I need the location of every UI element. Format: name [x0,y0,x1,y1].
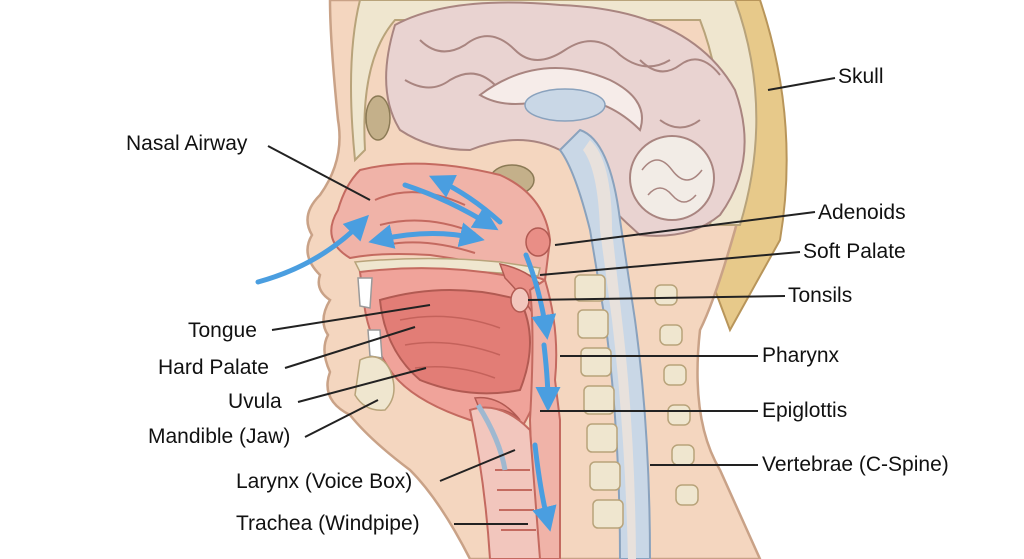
airflow-nasal-lower-arrow [368,222,485,249]
ventricle [524,88,606,122]
label-tongue: Tongue [188,319,257,342]
vertebrae-column [574,274,699,529]
label-uvula: Uvula [228,390,282,413]
leader-lines [267,77,836,525]
frontal-sinus [365,95,391,141]
label-trachea: Trachea (Windpipe) [236,512,420,535]
cartilage [475,403,508,471]
label-skull: Skull [838,65,884,88]
airflow-trachea-arrow [532,442,557,532]
label-epiglottis: Epiglottis [762,399,848,422]
airflow-pharynx-arrow [523,252,557,340]
airflow-arrows [255,175,561,532]
adenoids-tissue [525,227,551,257]
airflow-nasal-upper-arrow [402,182,499,231]
airflow-inhale-arrow [255,214,369,285]
lower-teeth [367,329,383,359]
airflow-throat-arrow [535,342,561,412]
cerebellum [629,135,715,221]
trachea-rings [495,469,536,531]
label-adenoids: Adenoids [818,201,906,224]
label-hard-palate: Hard Palate [158,356,269,379]
brainstem [583,140,636,559]
label-tonsils: Tonsils [788,284,853,307]
tonsil-tissue [510,287,530,313]
label-pharynx: Pharynx [762,344,840,367]
airflow-nasal-return-arrow [428,175,503,225]
upper-teeth [357,277,373,309]
label-larynx: Larynx (Voice Box) [236,470,413,493]
label-vertebrae: Vertebrae (C-Spine) [762,453,949,476]
label-nasal-airway: Nasal Airway [126,132,248,155]
label-mandible: Mandible (Jaw) [148,425,291,448]
mandible-bone [354,355,395,411]
label-soft-palate: Soft Palate [803,240,906,263]
